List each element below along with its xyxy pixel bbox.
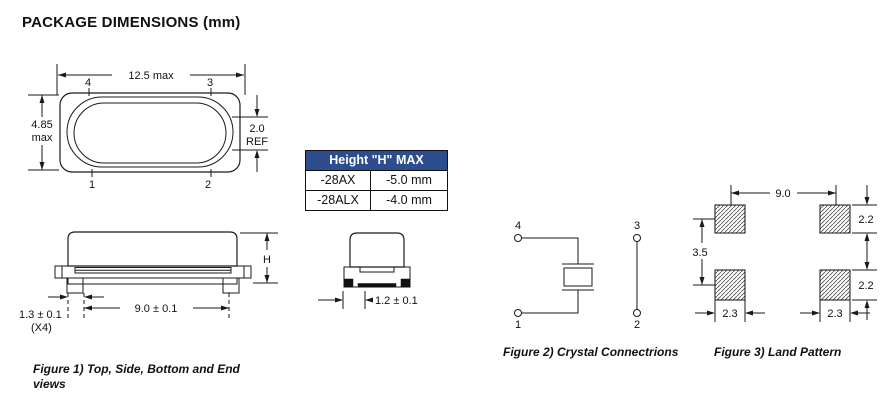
right-terminal [400, 278, 411, 288]
pad-width-right-dimension: 2.3 [800, 300, 870, 322]
right-foot [222, 277, 240, 294]
pad-ref-label-2: REF [246, 136, 268, 148]
pad-ref-dimension: 2.0 REF [232, 95, 268, 172]
height-cell: -4.0 mm [370, 190, 448, 211]
pin-1-terminal [514, 309, 522, 317]
height-cell: -5.0 mm [370, 170, 448, 191]
pad-width-left-label: 2.3 [722, 308, 737, 320]
crystal-cavity-outer [66, 96, 234, 168]
crystal-cavity-inner [73, 102, 227, 164]
pin-4-label: 4 [85, 77, 91, 89]
land-pad-bottom-left [714, 269, 746, 301]
pad-pitch-y-dimension: 3.5 [688, 218, 715, 286]
side-view-drawing: 1.3 ± 0.1 (X4) 9.0 ± 0.1 H [19, 231, 278, 334]
side-body-outline [67, 231, 238, 267]
pin-1-label: 1 [89, 179, 95, 191]
pad-height-top-dimension: 2.2 [852, 185, 877, 253]
lead-pitch-dimension: 9.0 ± 0.1 [84, 301, 229, 315]
model-cell: -28ALX [305, 190, 371, 211]
height-table: Height "H" MAX -28AX -5.0 mm -28ALX -4.0… [305, 150, 448, 211]
width-dim-label: 12.5 max [128, 70, 174, 82]
land-pad-bottom-right [819, 269, 851, 301]
pad-height-top-label: 2.2 [858, 214, 873, 226]
pad-ref-label-1: 2.0 [249, 123, 264, 135]
schematic-pin-2-label: 2 [634, 319, 640, 331]
pin-3-label: 3 [207, 77, 213, 89]
package-height-dimension: H [240, 232, 278, 284]
left-foot [66, 277, 84, 294]
land-pad-top-right [819, 204, 851, 234]
table-row: -28ALX -4.0 mm [305, 190, 448, 211]
pad-height-bottom-label: 2.2 [858, 280, 873, 292]
foot-width-label: 1.3 ± 0.1 [19, 309, 62, 321]
crystal-connections-schematic: 4 3 1 2 [514, 220, 641, 331]
top-view-width-dimension: 12.5 max [56, 64, 246, 95]
foot-qty-label: (X4) [31, 322, 52, 334]
pad-width-right-label: 2.3 [827, 308, 842, 320]
pin-2-label: 2 [205, 179, 211, 191]
figure3-caption: Figure 3) Land Pattern [714, 345, 842, 359]
schematic-pin-1-label: 1 [515, 319, 521, 331]
end-foot-width-label: 1.2 ± 0.1 [375, 295, 418, 307]
land-pattern-drawing: 9.0 2.2 2.2 [688, 185, 877, 322]
pad-height-bottom-dimension: 2.2 [852, 250, 877, 320]
pin-3-terminal [633, 234, 641, 242]
height-dim-label-1: 4.85 [31, 119, 52, 131]
top-view-drawing: 12.5 max 4 3 1 2 4.85 max [27, 64, 268, 191]
page-title: PACKAGE DIMENSIONS (mm) [22, 14, 241, 31]
pad-pitch-x-label: 9.0 [775, 188, 790, 200]
pad-width-left-dimension: 2.3 [695, 300, 765, 322]
crystal-symbol [562, 263, 594, 291]
land-pad-top-left [714, 204, 746, 234]
end-base-notch [359, 266, 395, 273]
wire-pin4-to-crystal [521, 237, 579, 264]
wire-crystal-to-pin1 [521, 290, 579, 314]
height-dim-label-2: max [32, 132, 53, 144]
package-height-label: H [263, 254, 271, 266]
end-body-outline [349, 232, 405, 268]
pad-pitch-y-label: 3.5 [692, 247, 707, 259]
height-table-header: Height "H" MAX [305, 150, 448, 171]
schematic-pin-3-label: 3 [634, 220, 640, 232]
pad-ticks [88, 88, 212, 177]
table-row: -28AX -5.0 mm [305, 170, 448, 191]
lead-pitch-label: 9.0 ± 0.1 [135, 303, 178, 315]
pad-pitch-x-dimension: 9.0 [730, 185, 837, 205]
foot-width-dimension: 1.3 ± 0.1 (X4) [19, 294, 104, 334]
figure1-caption: Figure 1) Top, Side, Bottom and End view… [33, 362, 240, 391]
model-cell: -28AX [305, 170, 371, 191]
pin-4-terminal [514, 234, 522, 242]
figure2-caption: Figure 2) Crystal Connectrions [503, 345, 679, 359]
pin-2-terminal [633, 309, 641, 317]
left-terminal [343, 278, 354, 288]
top-view-height-dimension: 4.85 max [27, 94, 59, 171]
schematic-pin-4-label: 4 [515, 220, 521, 232]
bottom-metal [357, 283, 397, 288]
end-foot-width-dimension: 1.2 ± 0.1 [318, 291, 418, 309]
end-view-drawing: 1.2 ± 0.1 [318, 232, 418, 309]
package-body-outline [59, 92, 241, 173]
base-rail [67, 277, 238, 285]
